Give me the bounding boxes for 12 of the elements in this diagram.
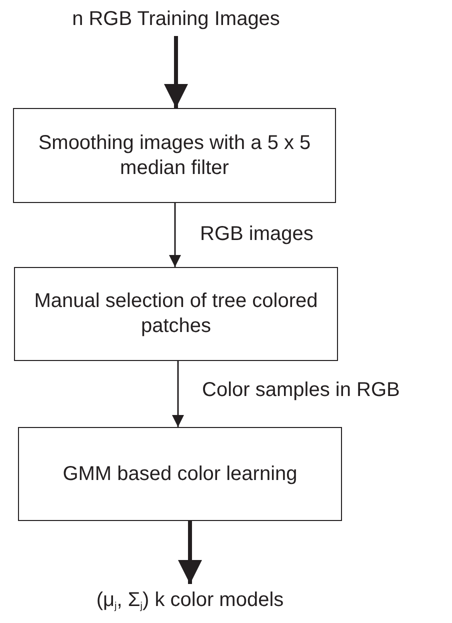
arrow <box>172 361 184 427</box>
arrow <box>178 521 202 584</box>
process-box <box>14 267 338 361</box>
arrow <box>169 203 181 267</box>
box-text: GMM based color learning <box>62 462 298 486</box>
input-text: n RGB Training Images <box>72 6 280 32</box>
box-text: Smoothing images with a 5 x 5 median filter <box>37 130 312 180</box>
process-box <box>18 427 342 521</box>
box-text: Manual selection of tree colored patches <box>33 289 319 339</box>
arrow <box>164 36 188 108</box>
process-box <box>13 108 336 203</box>
output-text: (μ$_{j}$, Σ$_{j}$) k color models <box>96 588 284 614</box>
